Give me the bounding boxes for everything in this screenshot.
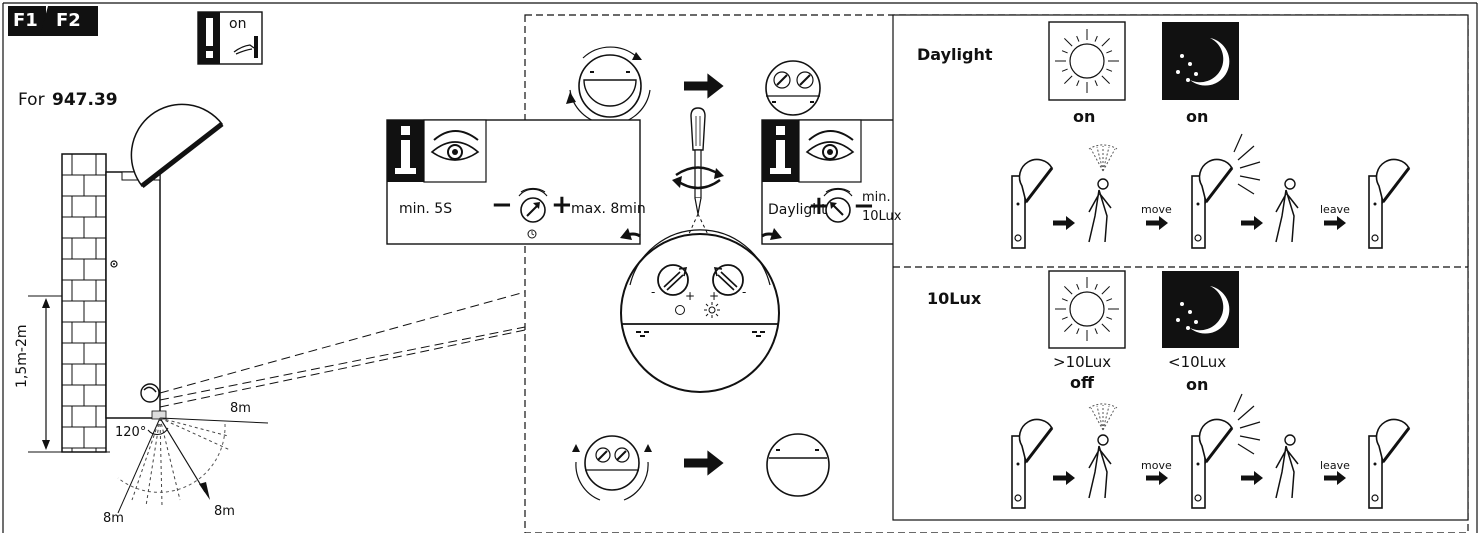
timer-minus: −	[491, 190, 513, 220]
timer-knob-icon	[518, 187, 548, 239]
lux-min-line1: min.	[862, 190, 891, 205]
f2-badge	[40, 6, 98, 36]
daylight-sequence	[1010, 133, 1411, 250]
lux-title: 10Lux	[927, 289, 982, 308]
moon-icon	[1162, 22, 1239, 100]
notice-label: on	[229, 16, 247, 32]
lux-moon-value: <10Lux	[1168, 353, 1227, 371]
dial-minus-left: -	[651, 285, 656, 299]
lux-plus: +	[808, 191, 830, 221]
dial-plus-left: +	[685, 289, 696, 303]
daylight-moon-state: on	[1186, 107, 1209, 126]
lux-leave-label: leave	[1320, 459, 1350, 472]
daylight-title: Daylight	[917, 45, 993, 64]
model-number: 947.39	[52, 90, 118, 110]
dial-minus-right: -	[742, 285, 747, 299]
lux-move-label: move	[1141, 459, 1172, 472]
hand-switch-icon	[233, 36, 258, 58]
lux-sun-value: >10Lux	[1053, 353, 1112, 371]
model-prefix: For	[18, 90, 45, 110]
eye-icon	[805, 130, 855, 161]
range-side-label: 8m	[230, 401, 251, 416]
timer-max-label: max. 8min	[571, 201, 646, 217]
dial-plus-right: +	[709, 289, 720, 303]
lux-minus: −	[853, 191, 875, 221]
brick-wall	[61, 153, 107, 453]
height-dimension	[28, 295, 110, 453]
range-left-label: 8m	[103, 511, 124, 526]
sun-icon	[1048, 21, 1126, 101]
angle-label: 120°	[115, 425, 147, 440]
cover-removal-step	[566, 46, 821, 125]
f1-badge	[8, 6, 46, 36]
lux-sequence	[1010, 393, 1411, 510]
f2-label: F2	[56, 10, 81, 31]
lux-sun-state: off	[1070, 373, 1094, 392]
daylight-leave-label: leave	[1320, 203, 1350, 216]
lux-moon-state: on	[1186, 375, 1209, 394]
range-right-label: 8m	[214, 504, 235, 519]
f1-label: F1	[13, 10, 38, 31]
lux-knob-icon	[823, 187, 853, 223]
moon-icon	[1162, 271, 1239, 348]
timer-min-label: min. 5S	[399, 201, 453, 217]
timer-panel	[386, 119, 641, 245]
detection-area	[117, 417, 269, 514]
lux-left-label: Daylight	[768, 202, 827, 218]
timer-plus: +	[551, 190, 573, 220]
lamp-post	[105, 103, 224, 420]
sun-icon	[1048, 270, 1126, 349]
exclamation-icon	[206, 18, 213, 58]
sensor-dial	[620, 229, 780, 393]
eye-icon	[430, 130, 480, 161]
daylight-sun-state: on	[1073, 107, 1096, 126]
height-label: 1,5m-2m	[14, 324, 30, 389]
cover-closing-step	[572, 433, 830, 501]
lux-panel	[761, 119, 896, 245]
daylight-move-label: move	[1141, 203, 1172, 216]
lux-min-line2: 10Lux	[862, 209, 902, 224]
